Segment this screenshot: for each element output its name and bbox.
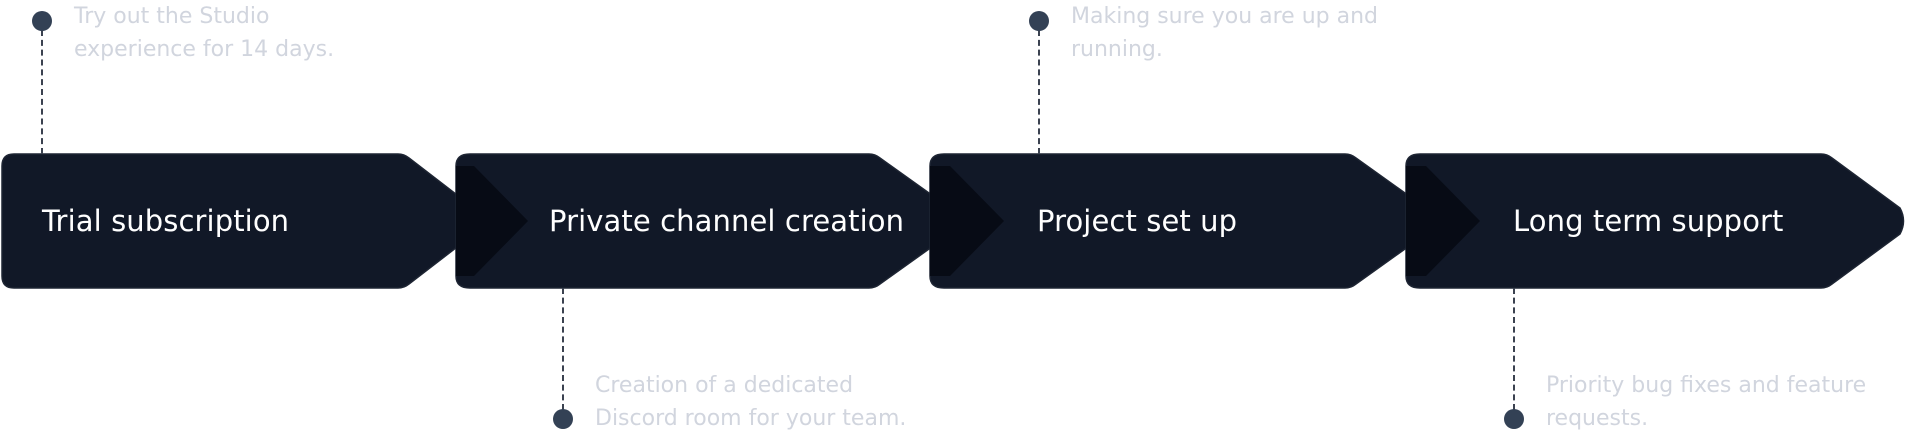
connector-dot-2 [553, 409, 573, 429]
step-note-4: Priority bug fixes and feature requests. [1546, 369, 1886, 435]
step-note-2-line-2: Discord room for your team. [595, 406, 907, 431]
step-note-2-line-1: Creation of a dedicated [595, 373, 854, 398]
connector-2 [562, 288, 564, 410]
step-label-3: Project set up [1037, 204, 1238, 238]
connector-1 [41, 30, 43, 154]
step-chevron-3 [929, 153, 1431, 289]
step-chevron-1 [1, 153, 479, 289]
step-note-3: Making sure you are up and running. [1071, 0, 1411, 66]
step-label-2: Private channel creation [549, 204, 905, 238]
connector-3 [1038, 30, 1040, 154]
connector-dot-1 [32, 11, 52, 31]
step-note-4-line-2: requests. [1546, 406, 1649, 431]
chevron-overlap-1 [456, 166, 528, 276]
chevron-overlap-3 [1406, 166, 1480, 276]
step-note-3-line-2: running. [1071, 37, 1163, 62]
connector-dot-4 [1504, 409, 1524, 429]
step-note-3-line-1: Making sure you are up and [1071, 4, 1378, 29]
step-note-2: Creation of a dedicated Discord room for… [595, 369, 935, 435]
connector-4 [1513, 288, 1515, 410]
step-note-4-line-1: Priority bug fixes and feature [1546, 373, 1867, 398]
step-label-1: Trial subscription [42, 204, 290, 238]
step-chevron-2 [455, 153, 955, 289]
step-chevron-4 [1405, 153, 1905, 289]
step-note-1-line-2: experience for 14 days. [74, 37, 335, 62]
step-label-4: Long term support [1513, 204, 1784, 238]
connector-dot-3 [1029, 11, 1049, 31]
step-note-1: Try out the Studio experience for 14 day… [74, 0, 414, 66]
step-note-1-line-1: Try out the Studio [74, 4, 270, 29]
chevron-overlap-2 [930, 166, 1004, 276]
